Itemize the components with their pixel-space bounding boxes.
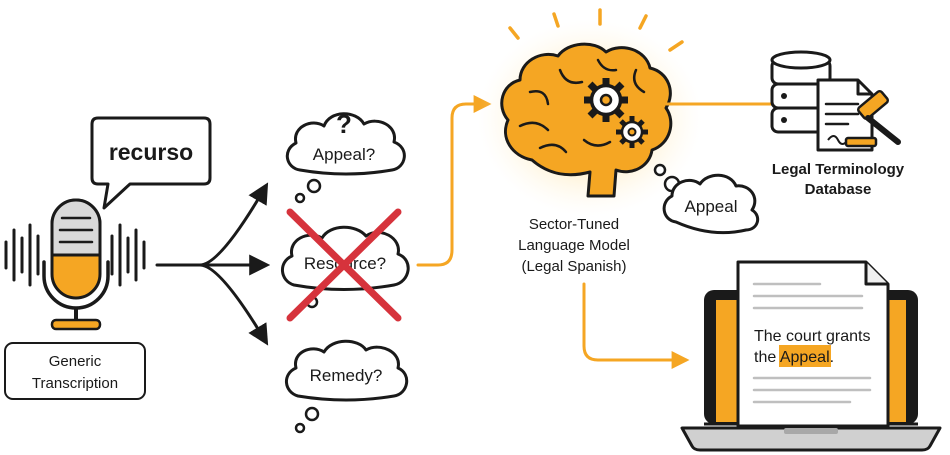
database-caption-line1: Legal Terminology bbox=[772, 161, 905, 178]
arrow-to-output bbox=[582, 282, 690, 369]
reject-x-icon bbox=[286, 208, 402, 322]
output-document: The court grants the Appeal. bbox=[736, 260, 890, 428]
question-mark-icon: ? bbox=[336, 109, 352, 139]
model-thought-cloud: Appeal bbox=[653, 163, 760, 235]
microphone-icon bbox=[4, 198, 146, 331]
database-caption: Legal Terminology Database bbox=[772, 161, 905, 198]
candidate-cloud-appeal: ? Appeal? bbox=[285, 109, 406, 204]
candidate-cloud-remedy: Remedy? bbox=[285, 339, 409, 434]
output-line2: the Appeal. bbox=[754, 349, 834, 366]
branch-arrows bbox=[155, 182, 271, 346]
database-caption-line2: Database bbox=[805, 181, 872, 198]
gear-icon bbox=[584, 78, 628, 122]
model-caption: Sector-Tuned Language Model (Legal Spani… bbox=[518, 216, 630, 275]
candidate-remedy-label: Remedy? bbox=[310, 366, 383, 385]
model-caption-line3: (Legal Spanish) bbox=[521, 258, 626, 275]
output-highlight: Appeal bbox=[780, 349, 830, 366]
database-icon bbox=[770, 50, 832, 134]
output-line2-prefix: the bbox=[754, 349, 780, 366]
speech-bubble: recurso bbox=[90, 116, 212, 210]
sound-wave-right-icon bbox=[110, 223, 146, 287]
model-caption-line2: Language Model bbox=[518, 237, 630, 254]
speech-bubble-word: recurso bbox=[109, 139, 193, 165]
input-label-line1: Generic bbox=[49, 353, 102, 370]
arrow-to-model bbox=[416, 95, 492, 267]
candidate-appeal-label: Appeal? bbox=[313, 145, 375, 164]
brain-model-icon bbox=[478, 8, 702, 216]
small-gear-icon bbox=[616, 116, 648, 148]
gavel-icon bbox=[844, 89, 901, 148]
output-line1: The court grants bbox=[754, 328, 871, 345]
legal-database-icon bbox=[770, 50, 901, 152]
model-caption-line1: Sector-Tuned bbox=[529, 216, 619, 233]
output-line2-suffix: . bbox=[830, 349, 834, 366]
generic-transcription-box: Generic Transcription bbox=[4, 342, 146, 400]
model-thought-label: Appeal bbox=[685, 197, 738, 216]
input-label-line2: Transcription bbox=[32, 375, 118, 392]
candidate-cloud-resource: Resource? bbox=[281, 208, 410, 322]
glow-rays-icon bbox=[508, 8, 684, 52]
sound-wave-left-icon bbox=[4, 223, 40, 287]
